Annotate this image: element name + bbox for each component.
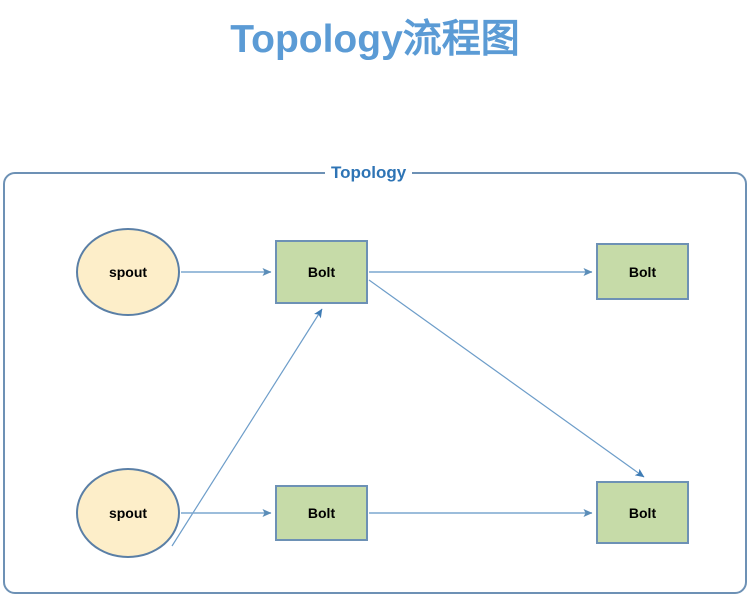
node-bolt-bot-right[interactable]: Bolt — [596, 481, 689, 544]
node-spout-top[interactable]: spout — [76, 228, 180, 316]
node-label: spout — [108, 505, 148, 521]
node-label: Bolt — [628, 504, 657, 521]
node-spout-bottom[interactable]: spout — [76, 468, 180, 558]
node-bolt-bot-mid[interactable]: Bolt — [275, 485, 368, 541]
page-title: Topology流程图 — [230, 18, 520, 61]
node-bolt-top-right[interactable]: Bolt — [596, 243, 689, 300]
node-label: Bolt — [628, 263, 657, 280]
node-label: spout — [108, 264, 148, 280]
node-bolt-top-mid[interactable]: Bolt — [275, 240, 368, 304]
node-label: Bolt — [307, 264, 336, 280]
node-label: Bolt — [307, 505, 336, 521]
topology-legend-label: Topology — [325, 163, 413, 183]
